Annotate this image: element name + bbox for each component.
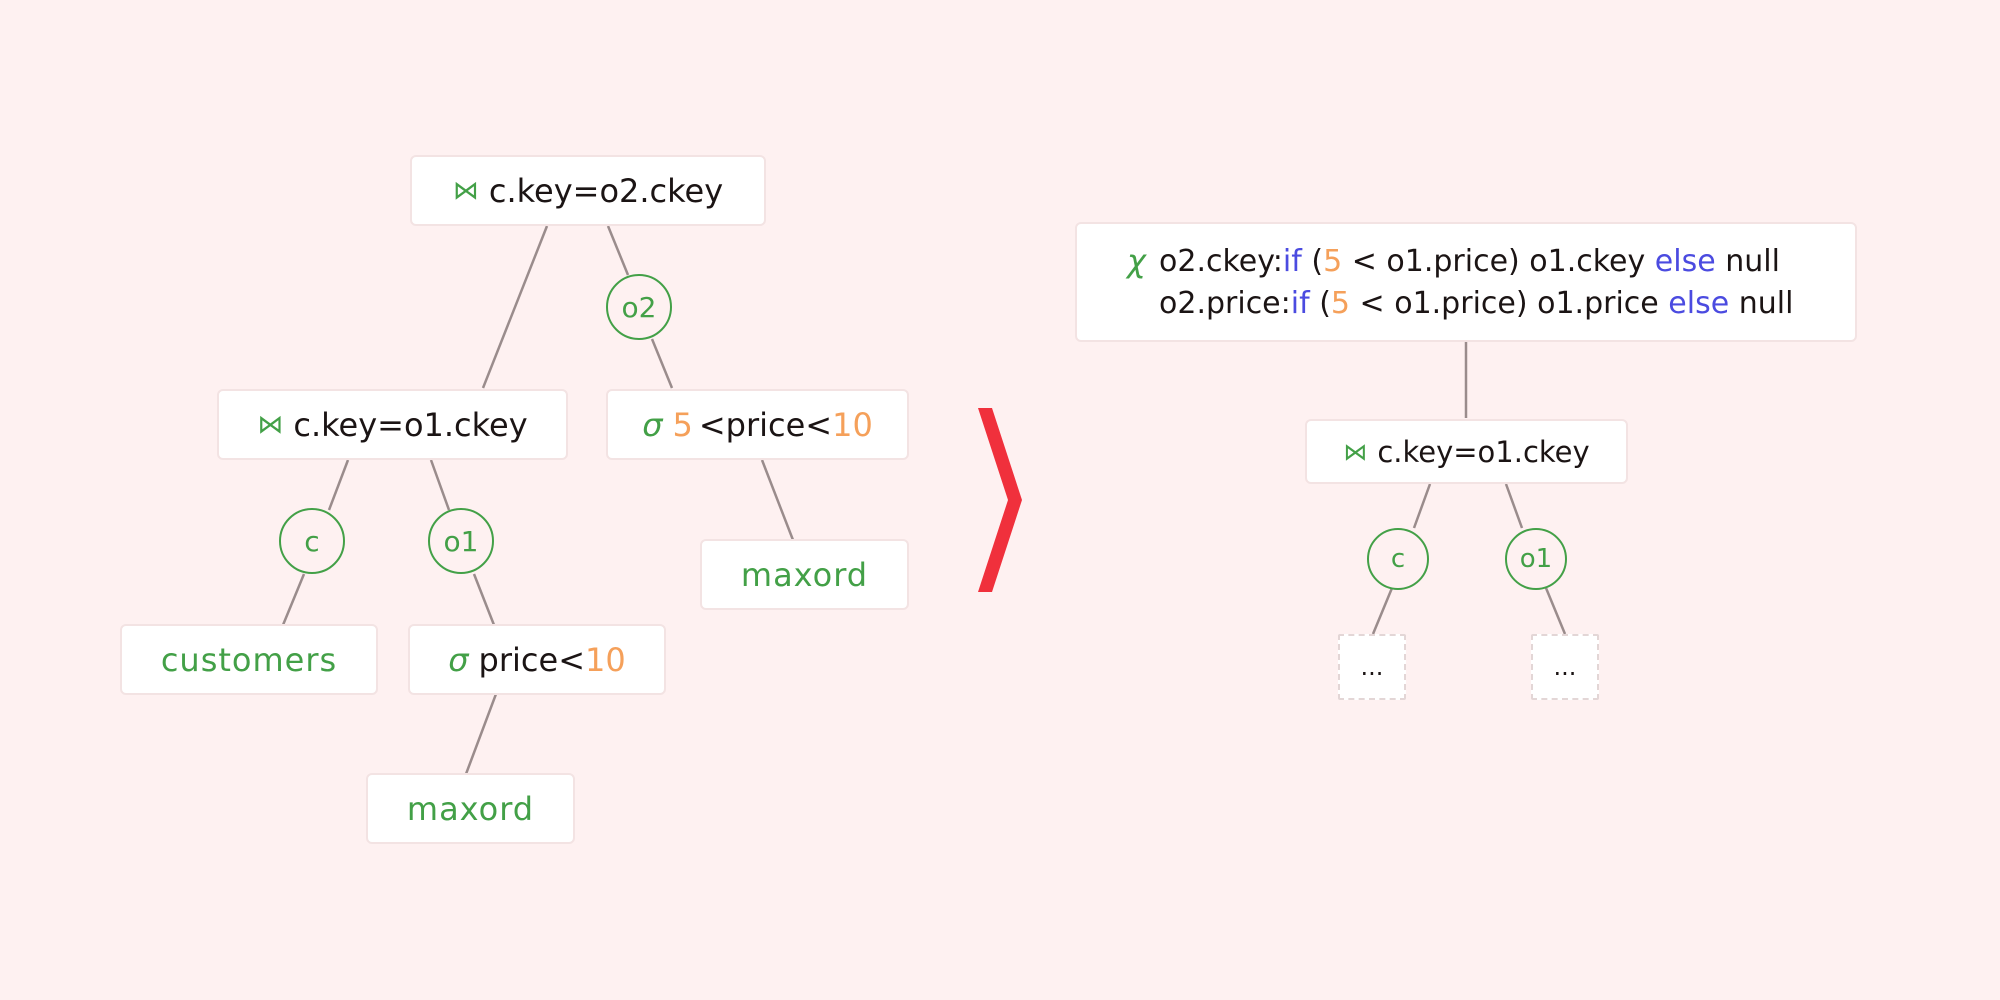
chevron-right-icon [978, 408, 1022, 592]
select-condition: <price< [698, 405, 833, 444]
inner-join-node: ⋈ c.key=o1.ckey [217, 389, 568, 460]
edge-rangeselect-maxord [760, 459, 795, 541]
relation-name: customers [160, 640, 338, 679]
alias-c: c [1367, 528, 1429, 590]
edge-c-customers [281, 573, 306, 626]
map-node: χ o2.ckey:if (5 < o1.price) o1.ckey else… [1075, 222, 1857, 342]
else-value: null [1729, 286, 1794, 321]
edge-o2-rangeselect [650, 338, 674, 389]
alias-o1: o1 [1505, 528, 1567, 590]
maxord-relation-top: maxord [700, 539, 909, 610]
alias-c: c [279, 508, 345, 574]
paren-open: ( [1309, 286, 1331, 321]
threshold: 5 [1323, 244, 1343, 279]
alias-o1: o1 [428, 508, 494, 574]
top-join-node: ⋈ c.key=o2.ckey [410, 155, 766, 226]
lower-bound: 5 [672, 405, 693, 444]
select-condition: price< [478, 640, 585, 679]
edge-o1-leaf [1544, 587, 1567, 635]
edge-topjoin-o2 [606, 225, 630, 276]
map-target: o2.ckey: [1159, 244, 1283, 279]
join-icon: ⋈ [452, 175, 479, 206]
upper-bound: 10 [585, 640, 626, 679]
join-condition: c.key=o1.ckey [1377, 434, 1590, 469]
relation-name: maxord [740, 555, 869, 594]
paren-open: ( [1301, 244, 1324, 279]
edge-join-o1 [1504, 483, 1524, 529]
condition: < o1.price) o1.price [1350, 286, 1669, 321]
condition: < o1.price) o1.ckey [1342, 244, 1655, 279]
edge-topjoin-innerjoin [481, 225, 549, 389]
map-icon: χ [1127, 242, 1146, 280]
price-select-node: σ price< 10 [408, 624, 666, 695]
select-icon: σ [448, 640, 469, 679]
edge-innerjoin-o1 [429, 459, 451, 511]
join-condition: c.key=o1.ckey [293, 405, 528, 444]
edge-join-c [1412, 483, 1432, 529]
keyword-if: if [1290, 286, 1310, 321]
range-select-node: σ 5 <price< 10 [606, 389, 909, 460]
edge-c-leaf [1371, 587, 1394, 635]
keyword-else: else [1654, 244, 1716, 279]
leaf-placeholder-left: ... [1338, 634, 1406, 700]
join-icon: ⋈ [257, 409, 284, 440]
keyword-else: else [1668, 286, 1730, 321]
else-value: null [1715, 244, 1780, 279]
maxord-relation-bottom: maxord [366, 773, 575, 844]
alias-o2: o2 [606, 274, 672, 340]
edge-innerjoin-c [327, 459, 350, 511]
keyword-if: if [1282, 244, 1302, 279]
map-expression-ckey: o2.ckey:if (5 < o1.price) o1.ckey else n… [1159, 244, 1780, 279]
threshold: 5 [1330, 286, 1350, 321]
map-target: o2.price: [1159, 286, 1291, 321]
customers-relation: customers [120, 624, 378, 695]
map-expression-price: o2.price:if (5 < o1.price) o1.price else… [1159, 286, 1793, 321]
relation-name: maxord [406, 789, 535, 828]
upper-bound: 10 [832, 405, 873, 444]
edge-o1-priceselect [472, 573, 496, 626]
join-icon: ⋈ [1343, 437, 1368, 466]
right-join-node: ⋈ c.key=o1.ckey [1305, 419, 1628, 484]
edge-priceselect-maxord [464, 693, 498, 775]
select-icon: σ [642, 405, 663, 444]
leaf-placeholder-right: ... [1531, 634, 1599, 700]
join-condition: c.key=o2.ckey [488, 171, 724, 210]
